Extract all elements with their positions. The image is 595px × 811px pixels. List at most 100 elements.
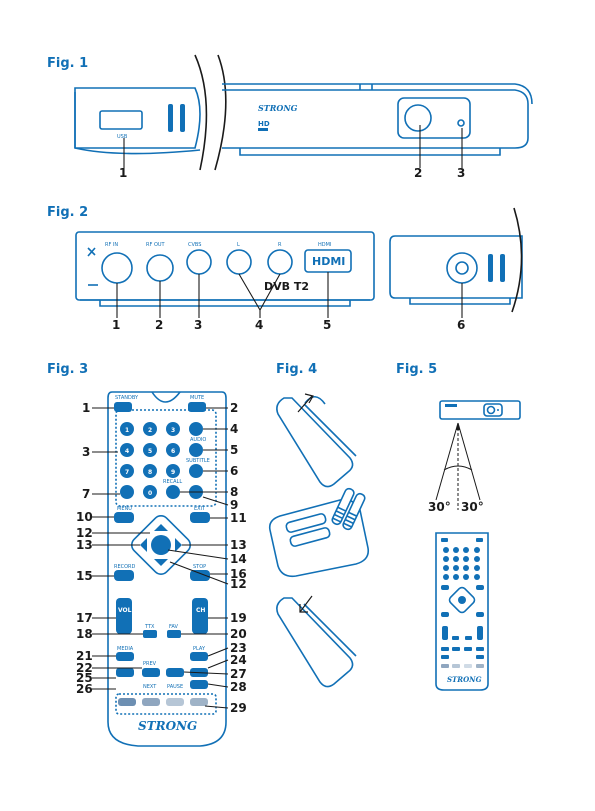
nav-right-icon <box>175 538 182 552</box>
digit-4: 4 <box>125 448 129 455</box>
fig3-title: Fig. 3 <box>47 362 89 377</box>
digit-1: 1 <box>125 427 129 434</box>
fig1-title: Fig. 1 <box>47 56 89 71</box>
fig2-callout-6: 6 <box>457 318 466 332</box>
prev-button <box>142 668 160 677</box>
lbl-next: NEXT <box>143 684 157 690</box>
fig3-callout-26: 26 <box>76 682 93 696</box>
numeric-keypad: 1 2 3 4 5 6 7 8 9 0 <box>120 422 180 499</box>
fig3-callout-10: 10 <box>76 510 93 524</box>
fig3-callout-17: 17 <box>76 611 93 625</box>
fig1-callout-3: 3 <box>457 166 466 180</box>
digit-0: 0 <box>148 490 152 497</box>
fig3-callout-18: 18 <box>76 627 93 641</box>
digit-8: 8 <box>148 469 152 476</box>
record-button <box>114 570 134 581</box>
lbl-play: PLAY <box>193 646 206 652</box>
fig3-callout-13-right: 13 <box>230 538 247 552</box>
fig3-callout-11: 11 <box>230 511 247 525</box>
lbl-ch: CH <box>196 607 205 614</box>
fig3-callout-7: 7 <box>82 487 91 501</box>
lbl-media: MEDIA <box>117 646 134 652</box>
ttx-button <box>143 630 157 638</box>
lbl-recall: RECALL <box>163 479 182 485</box>
fig3-callout-20: 20 <box>230 627 247 641</box>
fav-button <box>167 630 181 638</box>
audio-button <box>189 443 203 457</box>
fig3-callout-14: 14 <box>230 552 247 566</box>
fig2-port-rf-in: RF IN <box>105 242 118 248</box>
lbl-pause: PAUSE <box>167 684 183 690</box>
fig3-callout-1: 1 <box>82 401 91 415</box>
viewing-angle-diagram <box>435 422 481 510</box>
fig3-callout-12-right: 12 <box>230 577 247 591</box>
fig1-hd-badge: HD <box>258 120 270 128</box>
fig5-title: Fig. 5 <box>396 362 438 377</box>
epg-button <box>189 422 203 436</box>
mute-button <box>188 402 206 412</box>
digit-6: 6 <box>171 448 175 455</box>
fig3-callout-4: 4 <box>230 422 239 436</box>
angle-right-label: 30° <box>461 500 484 514</box>
blue-button <box>190 698 208 706</box>
power-led <box>457 119 465 127</box>
red-button <box>118 698 136 706</box>
fig1-callout-2: 2 <box>414 166 423 180</box>
lbl-audio: AUDIO <box>190 437 206 443</box>
standby-button <box>114 402 132 412</box>
lbl-record: RECORD <box>114 564 136 570</box>
fig3-callout-25: 25 <box>76 671 93 685</box>
subtitle-button <box>189 464 203 478</box>
lbl-prev: PREV <box>143 661 157 667</box>
fig3-callout-6: 6 <box>230 464 239 478</box>
receiver-side-view: USB <box>74 54 208 171</box>
play-button <box>190 652 208 661</box>
fig2-port-rf-out: RF OUT <box>146 242 166 248</box>
usb-port <box>99 110 143 130</box>
lbl-exit: EXIT <box>194 506 206 512</box>
fig3-callout-24: 24 <box>230 653 247 667</box>
fig2-port-l: L <box>237 242 240 248</box>
fig3-callout-13-left: 13 <box>76 538 93 552</box>
fig2-title: Fig. 2 <box>47 205 89 220</box>
fig1-brand: STRONG <box>258 103 298 113</box>
channel-rocker <box>192 598 208 634</box>
fig3-callout-23: 23 <box>230 641 247 655</box>
lbl-subtitle: SUBTITLE <box>186 458 210 464</box>
fig3-leaders <box>92 407 229 709</box>
receiver-front-view: STRONG HD <box>214 54 533 171</box>
fig3-callout-12-left: 12 <box>76 526 93 540</box>
battery-cover-close-step <box>276 595 357 688</box>
menu-button <box>114 512 134 523</box>
fig3-callout-29: 29 <box>230 701 247 715</box>
fig3-callout-15: 15 <box>76 569 93 583</box>
fig3-callout-27: 27 <box>230 667 247 681</box>
next-button <box>166 668 184 677</box>
svg-text:USB: USB <box>117 134 128 140</box>
lbl-fav: FAV <box>169 624 179 630</box>
remote-small-view <box>435 532 489 691</box>
nav-left-icon <box>140 538 147 552</box>
lbl-ttx: TTX <box>144 624 155 630</box>
fig3-callout-2: 2 <box>230 401 239 415</box>
lbl-vol: VOL <box>118 607 132 614</box>
fig2-callout-3: 3 <box>194 318 203 332</box>
fig3-callout-3: 3 <box>82 445 91 459</box>
fig2-callout-5: 5 <box>323 318 332 332</box>
fig2-port-r: R <box>278 242 282 248</box>
digit-9: 9 <box>171 469 175 476</box>
fig3-brand: STRONG <box>138 719 197 733</box>
digit-2: 2 <box>148 427 152 434</box>
recall-button <box>166 485 180 499</box>
battery-insert-step <box>268 487 370 578</box>
fig4-title: Fig. 4 <box>276 362 318 377</box>
fig3-callout-19: 19 <box>230 611 247 625</box>
lbl-menu: MENU <box>117 506 132 512</box>
fig3-callout-21: 21 <box>76 649 93 663</box>
fig2-callout-4: 4 <box>255 318 264 332</box>
nav-down-icon <box>154 559 168 566</box>
